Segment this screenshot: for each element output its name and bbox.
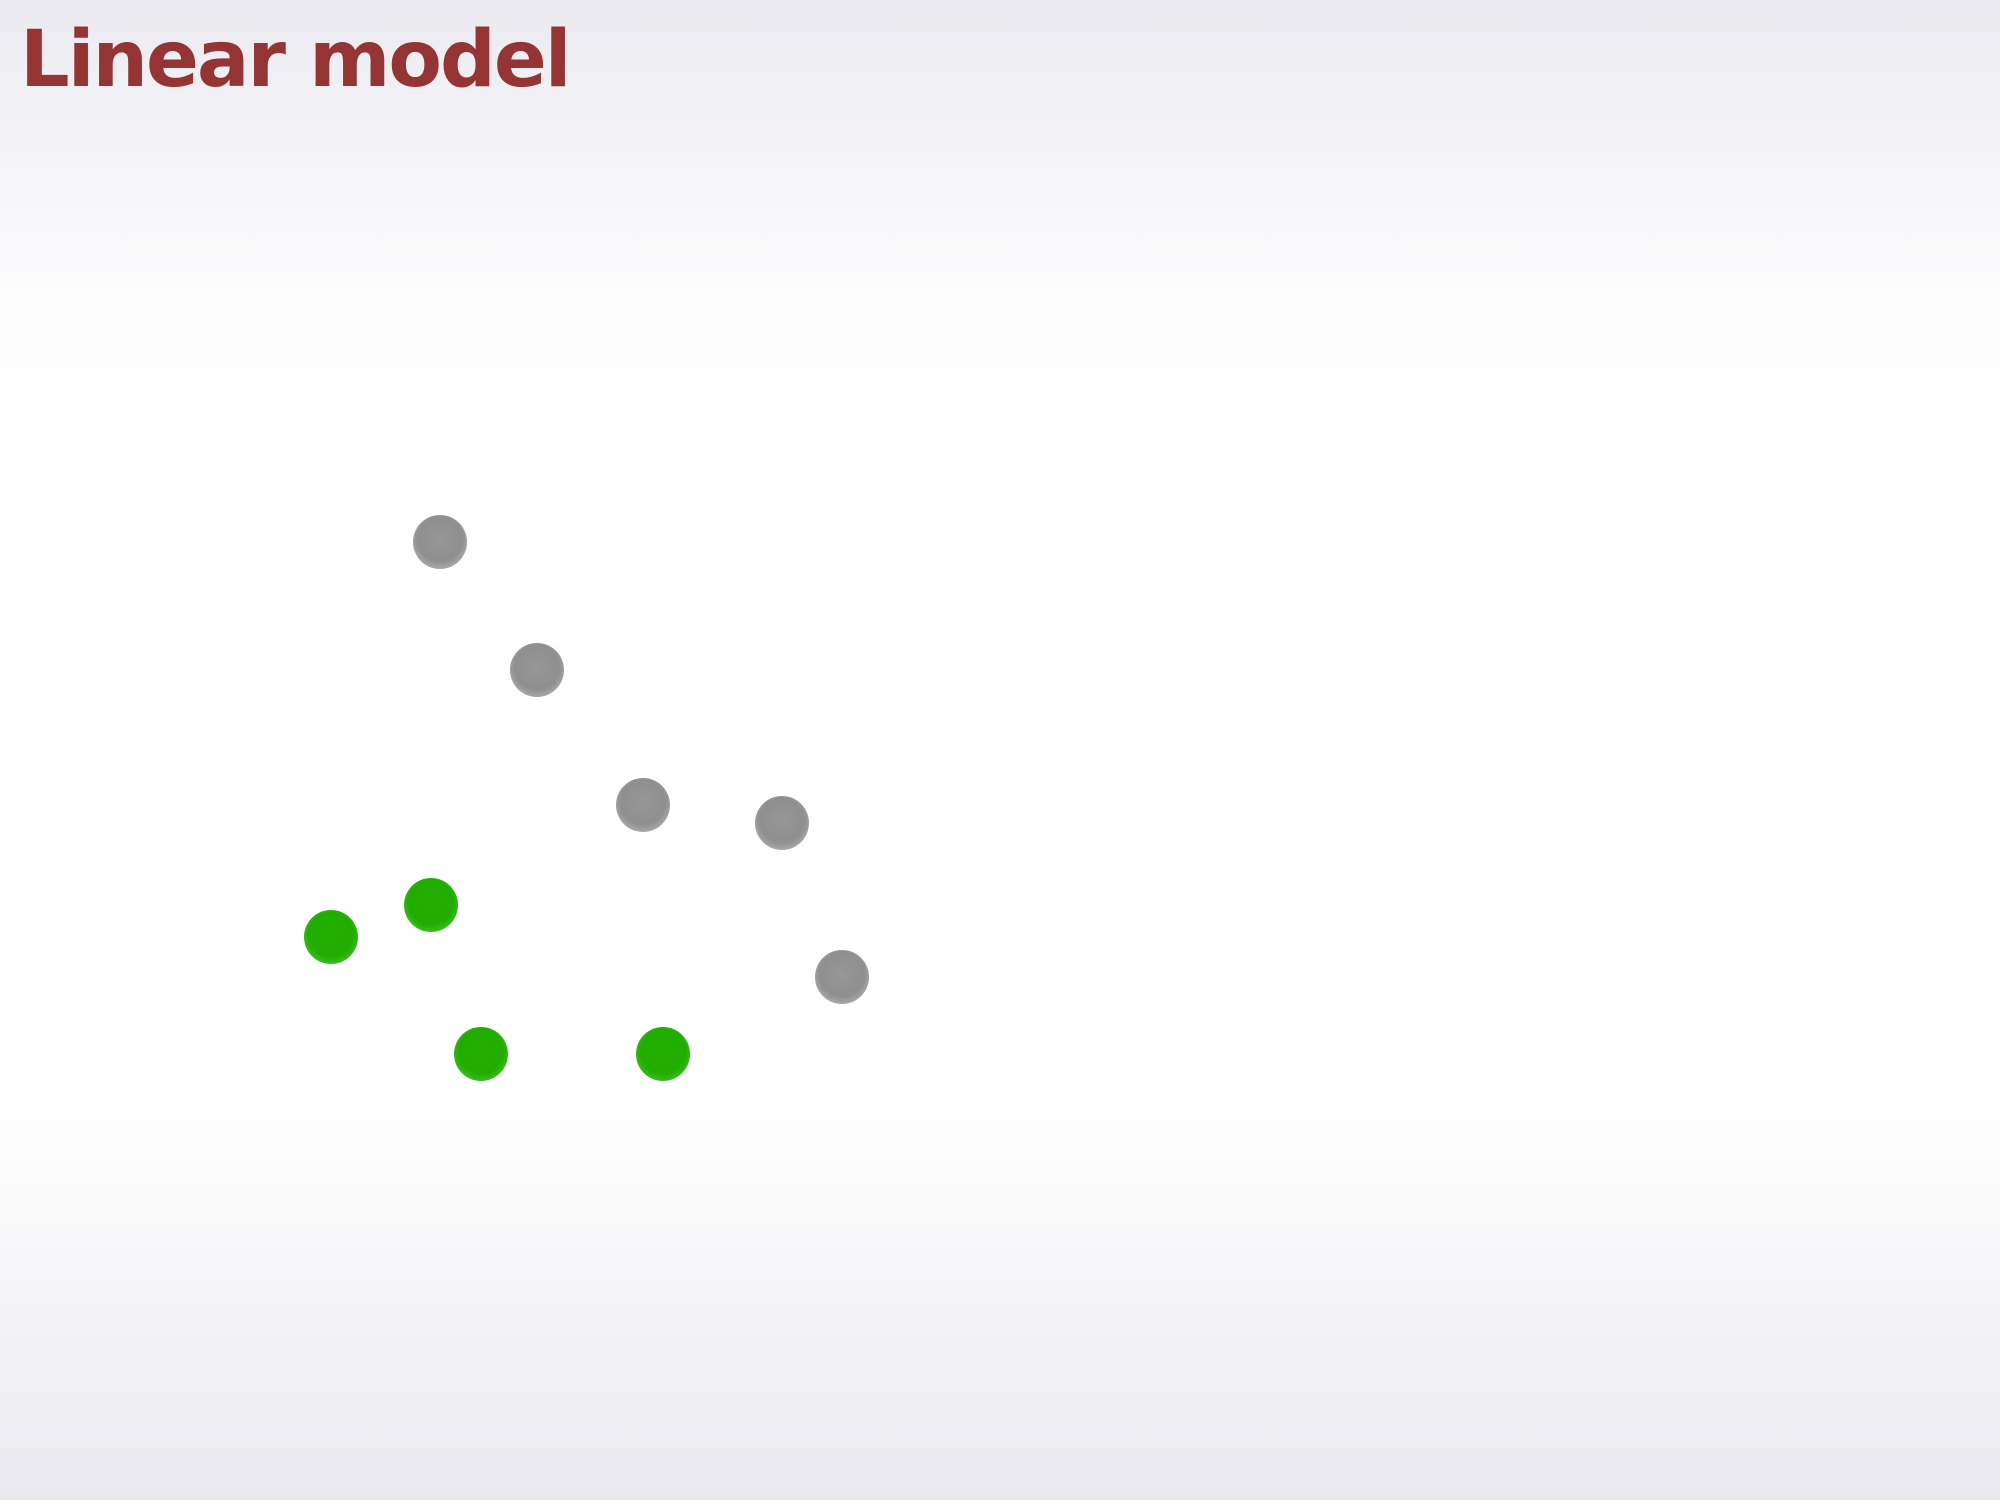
gray-point: [413, 515, 467, 569]
gray-point: [616, 778, 670, 832]
green-point: [404, 878, 458, 932]
gray-point: [510, 643, 564, 697]
green-point: [304, 910, 358, 964]
green-point: [636, 1027, 690, 1081]
slide-title: Linear model: [20, 15, 571, 105]
green-point: [454, 1027, 508, 1081]
gray-point: [755, 796, 809, 850]
gray-point: [815, 950, 869, 1004]
